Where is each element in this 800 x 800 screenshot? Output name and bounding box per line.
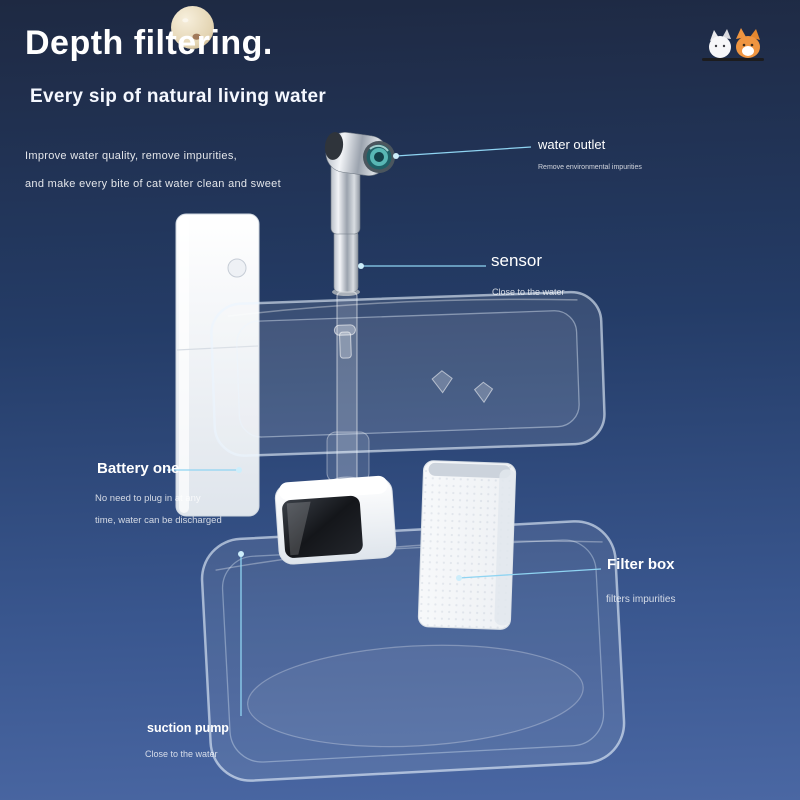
tray-nozzle: [333, 324, 356, 359]
suction-pump-label: suction pump: [147, 721, 229, 735]
battery-tower: [175, 213, 260, 517]
description-line-1: Improve water quality, remove impurities…: [25, 150, 237, 162]
page-title: Depth filtering.: [25, 24, 273, 62]
filter-box-note: filters impurities: [606, 594, 676, 605]
water-outlet-label: water outlet: [538, 137, 606, 152]
description-line-2: and make every bite of cat water clean a…: [25, 178, 281, 190]
water-tray: [210, 290, 606, 457]
suction-pump-unit: [274, 475, 397, 565]
water-outlet-faucet: [324, 132, 395, 296]
page-subtitle: Every sip of natural living water: [30, 86, 327, 107]
battery-note-line-1: No need to plug in at any: [95, 493, 201, 504]
filter-box-unit: [417, 460, 517, 630]
sensor-note: Close to the water: [492, 287, 565, 297]
sensor-label: sensor: [491, 251, 543, 270]
moon-icon: [171, 6, 214, 49]
water-outlet-note: Remove environmental impurities: [538, 164, 642, 171]
filter-box-label: Filter box: [607, 556, 675, 573]
water-basin: [200, 520, 626, 782]
cat-and-dog-icon: [702, 28, 764, 61]
callout-lines: [167, 146, 602, 716]
battery-label: Battery one: [97, 460, 180, 477]
suction-pump-note: Close to the water: [145, 749, 218, 759]
battery-note-line-2: time, water can be discharged: [95, 515, 222, 526]
